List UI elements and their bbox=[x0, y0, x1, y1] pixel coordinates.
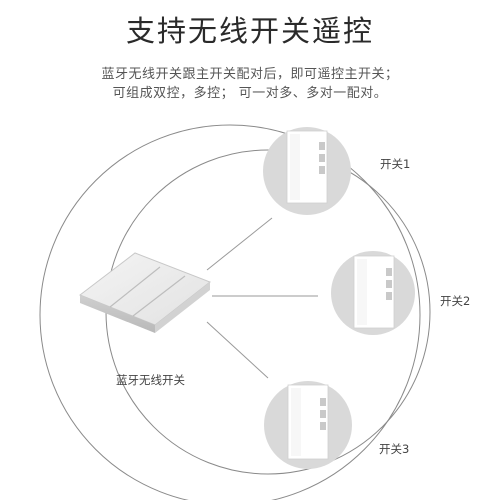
switch-3-label: 开关3 bbox=[379, 442, 410, 456]
switch-2-label: 开关2 bbox=[440, 294, 471, 308]
main-switch-2 bbox=[331, 251, 415, 335]
description-line-1: 蓝牙无线开关跟主开关配对后，即可遥控主开关； bbox=[101, 67, 399, 82]
main-switch-3 bbox=[264, 381, 352, 469]
page-title: 支持无线开关遥控 bbox=[125, 14, 374, 48]
outer-range-circle bbox=[39, 124, 421, 500]
main-switch-1 bbox=[263, 127, 351, 215]
switch-1-label: 开关1 bbox=[380, 157, 411, 171]
description-line-2: 可组成双控，多控； 可一对多、多对一配对。 bbox=[112, 86, 388, 101]
wireless-remote-panel bbox=[78, 252, 212, 333]
remote-label: 蓝牙无线开关 bbox=[116, 373, 185, 387]
connection-line-3 bbox=[206, 321, 269, 379]
connection-line-1 bbox=[206, 217, 273, 271]
